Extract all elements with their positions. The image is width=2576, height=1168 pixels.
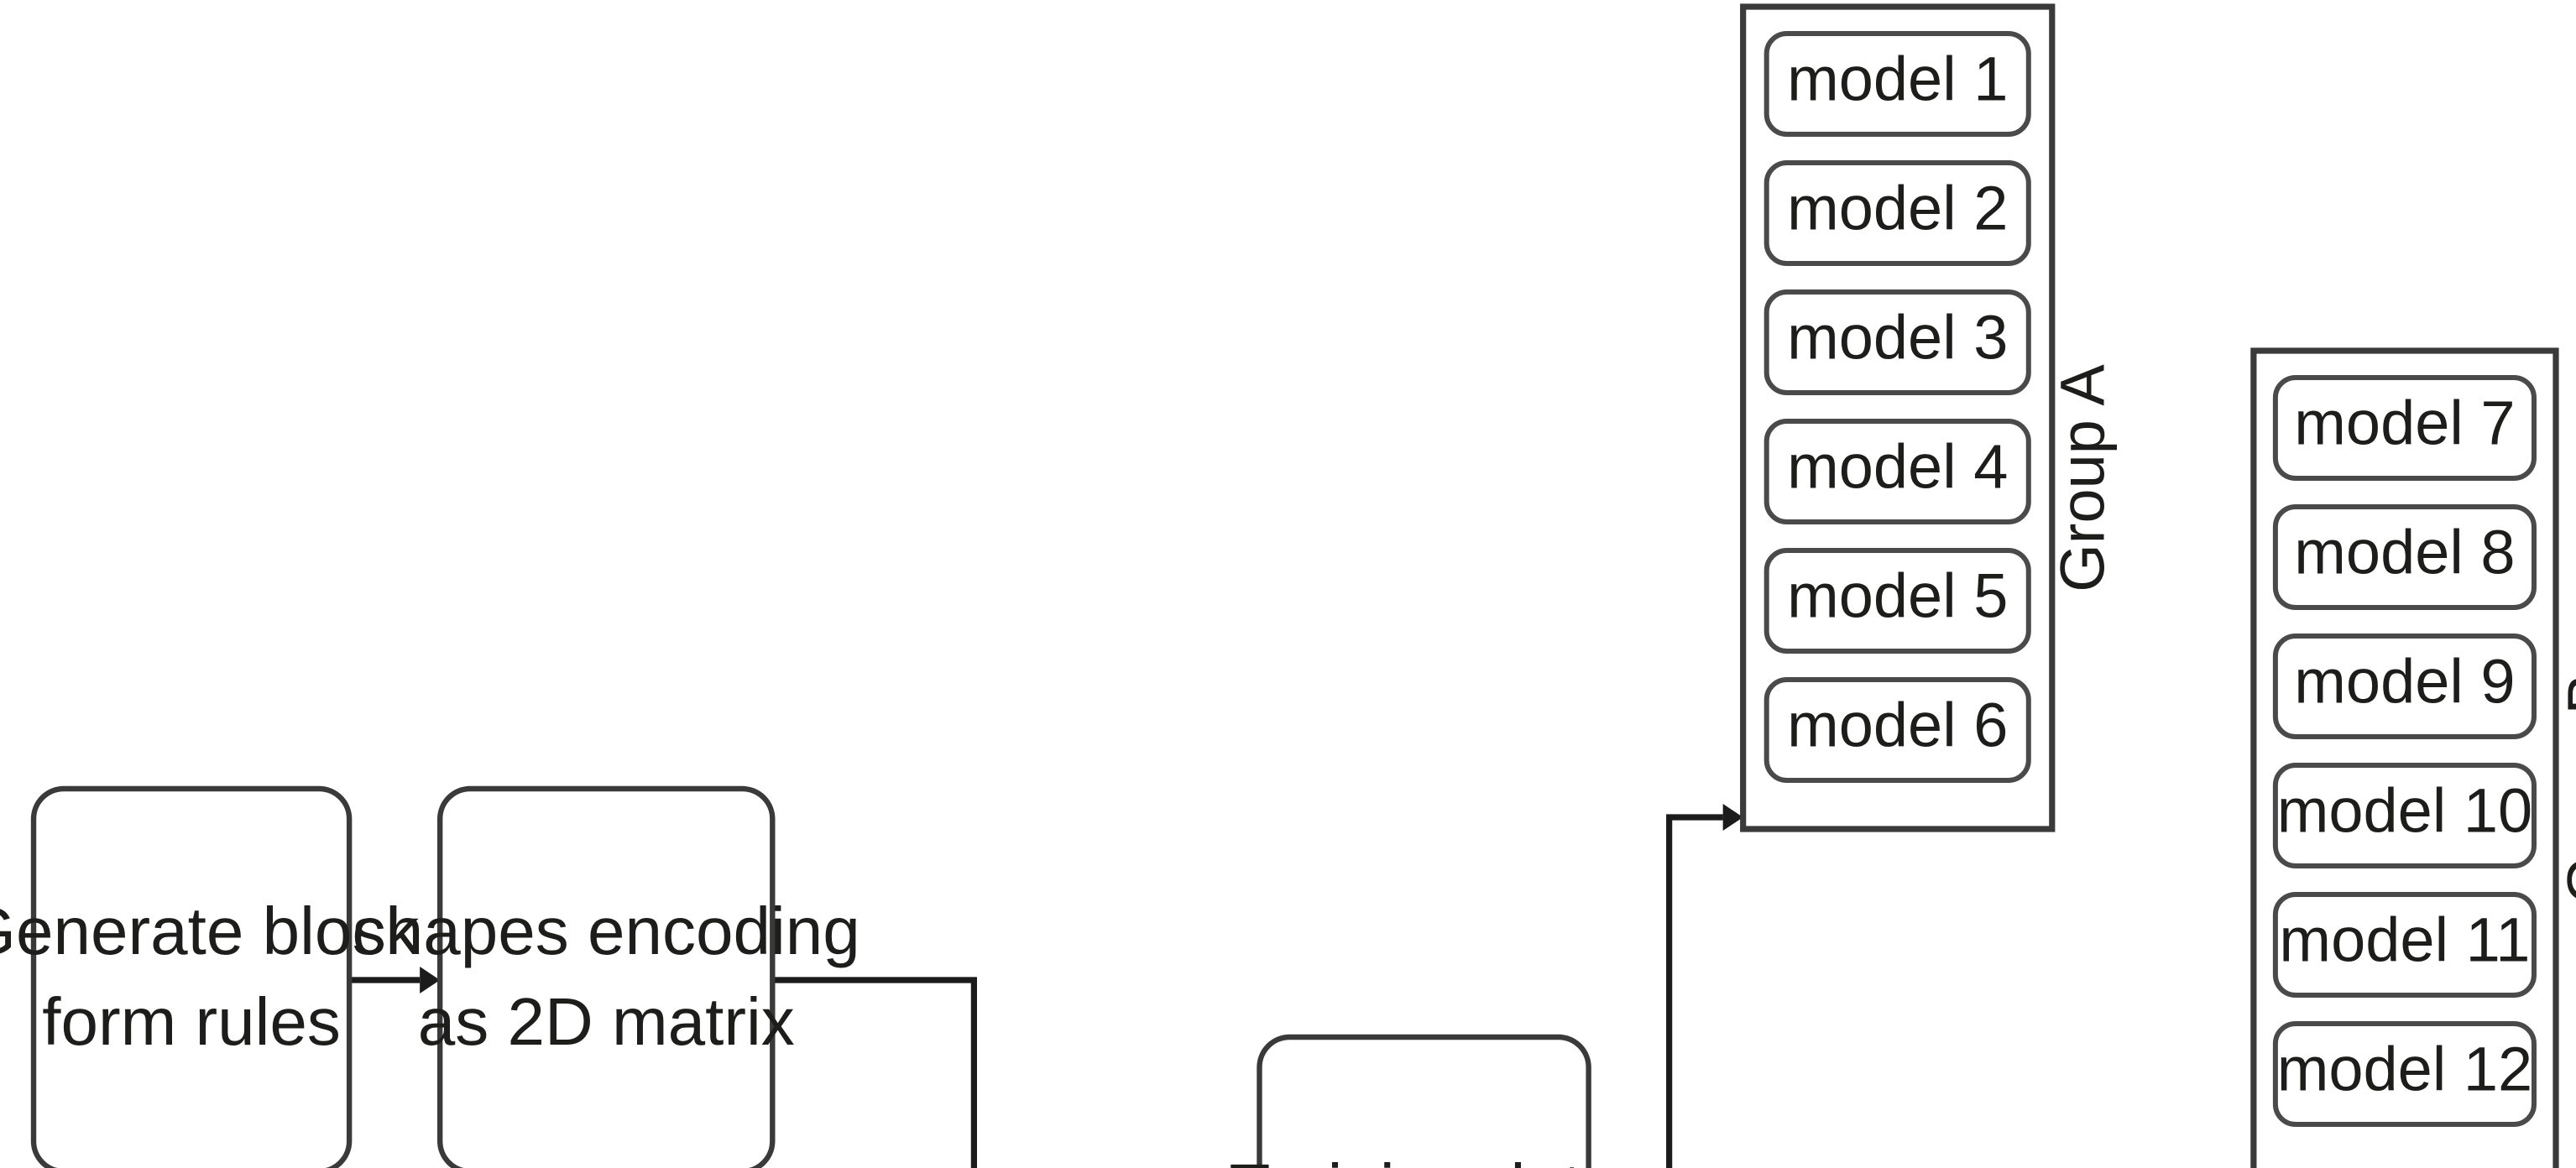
model-rect[interactable] [1763, 419, 2031, 524]
group-b-rect[interactable] [2250, 347, 2559, 1168]
model-rect[interactable] [1763, 289, 2031, 395]
model-rect[interactable] [2272, 504, 2537, 610]
model-card-model-12[interactable]: model 12 [2272, 1021, 2537, 1127]
model-label: model 4 [1787, 432, 2008, 502]
node-label-line-2: as 2D matrix [418, 984, 795, 1059]
model-card-model-6[interactable]: model 6 [1763, 677, 2031, 783]
model-label: model 10 [2277, 776, 2532, 846]
model-label: model 12 [2277, 1035, 2532, 1104]
node-label-line-1: Training data [1230, 1150, 1620, 1168]
model-rect[interactable] [1763, 677, 2031, 783]
model-card-model-2[interactable]: model 2 [1763, 160, 2031, 266]
model-label: model 1 [1787, 44, 2008, 114]
model-card-model-5[interactable]: model 5 [1763, 548, 2031, 654]
model-card-model-7[interactable]: model 7 [2272, 375, 2537, 481]
node-rect[interactable] [1257, 1034, 1591, 1168]
model-rect[interactable] [1763, 31, 2031, 137]
model-label: model 9 [2294, 647, 2515, 717]
node-label-line-2: form rules [42, 984, 341, 1059]
model-label: model 8 [2294, 518, 2515, 587]
model-rect[interactable] [2272, 892, 2537, 998]
node-label-line-1: shapes encoding [353, 894, 860, 968]
model-card-model-10[interactable]: model 10 [2272, 763, 2537, 868]
model-card-model-9[interactable]: model 9 [2272, 634, 2537, 739]
model-label: model 3 [1787, 303, 2008, 373]
model-card-model-8[interactable]: model 8 [2272, 504, 2537, 610]
model-label: model 11 [2279, 905, 2530, 975]
model-rect[interactable] [2272, 634, 2537, 739]
model-rect[interactable] [2272, 1021, 2537, 1127]
model-card-model-11[interactable]: model 11 [2272, 892, 2537, 998]
group-a-rect[interactable] [1740, 3, 2056, 832]
model-rect[interactable] [1763, 548, 2031, 654]
group-a-label: Group A [2047, 364, 2117, 592]
node-shapes-encoding-2d-matrix[interactable]: shapes encoding as 2D matrix [353, 785, 860, 1168]
model-rect[interactable] [2272, 375, 2537, 481]
model-label: model 2 [1787, 174, 2008, 243]
model-rect[interactable] [2272, 763, 2537, 868]
group-b-label: Group B [2555, 673, 2576, 905]
group-a-container[interactable]: model 1 model 2 model 3 model 4 model 5 … [1740, 3, 2118, 832]
node-rect[interactable] [30, 785, 353, 1168]
edge-layer [349, 804, 1743, 1168]
node-rect[interactable] [436, 785, 776, 1168]
group-b-container[interactable]: model 7 model 8 model 9 model 10 model 1… [2250, 347, 2576, 1168]
model-card-model-3[interactable]: model 3 [1763, 289, 2031, 395]
model-label: model 6 [1787, 691, 2008, 760]
node-label-line-1: Generate block [0, 894, 420, 968]
model-label: model 5 [1787, 561, 2008, 631]
edge-training-to-group-a [1666, 804, 1743, 1168]
model-card-model-1[interactable]: model 1 [1763, 31, 2031, 137]
model-label: model 7 [2294, 388, 2515, 458]
model-card-model-4[interactable]: model 4 [1763, 419, 2031, 524]
edge-rules-to-shapes [349, 967, 441, 993]
edge-shapes-to-dataset [772, 977, 977, 1168]
node-generate-block-form-rules[interactable]: Generate block form rules [0, 785, 420, 1168]
node-training-data[interactable]: Training data [1230, 1034, 1620, 1168]
model-rect[interactable] [1763, 160, 2031, 266]
